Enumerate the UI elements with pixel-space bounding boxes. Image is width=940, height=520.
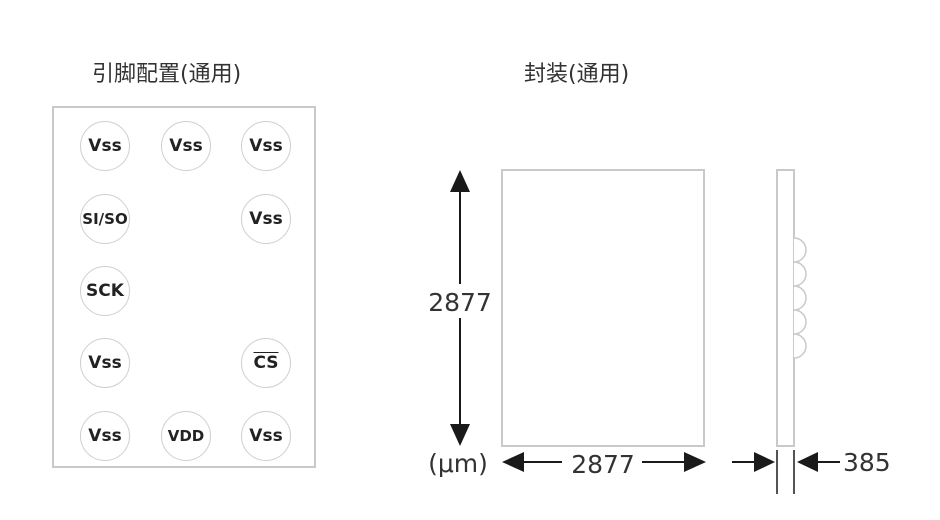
pin-vdd: VDD — [161, 411, 211, 461]
pin-vss: Vss — [241, 194, 291, 244]
solder-bump — [793, 237, 807, 263]
solder-bump — [793, 309, 807, 335]
thickness-arrow-head-left — [754, 452, 775, 472]
width-label: 2877 — [571, 450, 635, 479]
height-arrow-head-down — [450, 424, 470, 446]
pin-vss: Vss — [241, 411, 291, 461]
pin-cs: CS — [241, 338, 291, 388]
solder-bump — [793, 333, 807, 359]
pin-vss: Vss — [80, 411, 130, 461]
pin-vss: Vss — [80, 338, 130, 388]
pin-si-so: SI/SO — [80, 194, 130, 244]
width-arrow-head-left — [502, 452, 524, 472]
solder-bumps — [793, 237, 807, 359]
pin-vss: Vss — [161, 121, 211, 171]
height-label: 2877 — [428, 288, 492, 317]
solder-bump — [793, 285, 807, 311]
solder-bump — [793, 261, 807, 287]
pin-sck: SCK — [80, 266, 130, 316]
pin-vss: Vss — [80, 121, 130, 171]
pin-config-title: 引脚配置(通用) — [92, 62, 242, 87]
package-side-view — [776, 169, 795, 447]
package-top-view — [501, 169, 705, 447]
unit-label: (μm) — [428, 449, 488, 478]
pin-config-panel: Vss Vss Vss SI/SO Vss SCK Vss CS Vss VDD… — [52, 106, 316, 468]
pin-cs-label: CS — [253, 353, 279, 373]
package-title: 封装(通用) — [524, 62, 630, 87]
width-arrow-head-right — [684, 452, 706, 472]
thickness-arrow-head-right — [797, 452, 818, 472]
pin-vss: Vss — [241, 121, 291, 171]
thickness-label: 385 — [843, 448, 891, 477]
height-arrow-head-up — [450, 170, 470, 192]
